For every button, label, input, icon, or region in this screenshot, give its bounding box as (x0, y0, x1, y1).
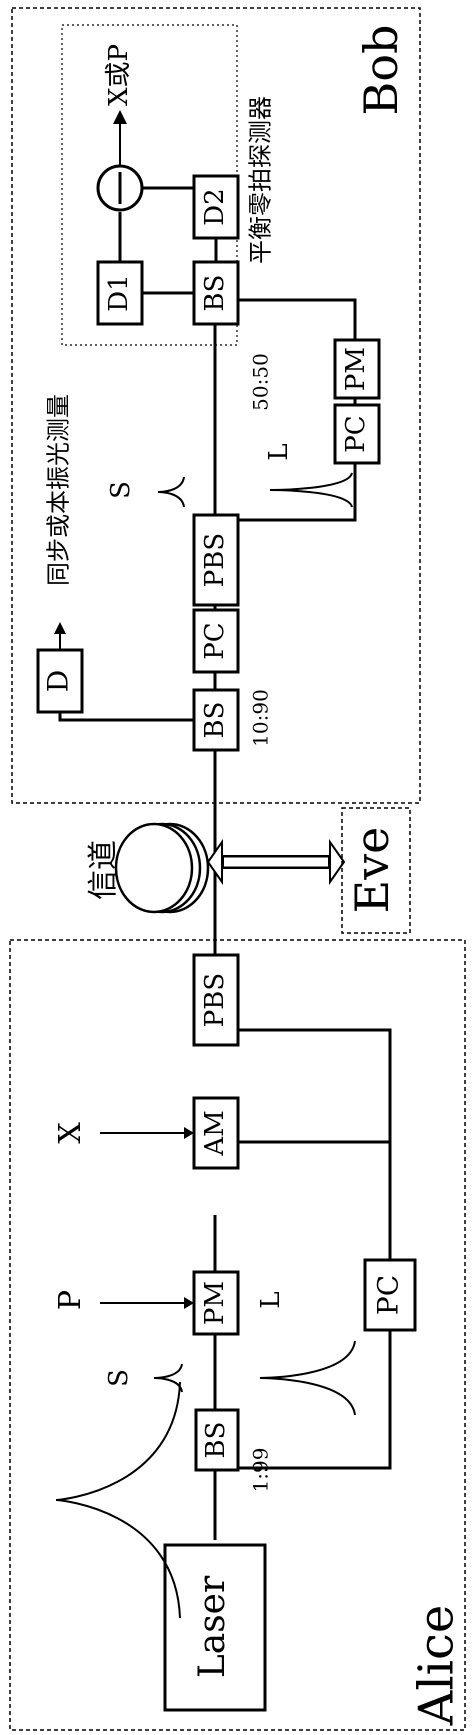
bob-d-tap-line (58, 712, 194, 722)
channel-fiber-spool-icon (114, 822, 210, 914)
bob-pbs-box (192, 513, 240, 607)
output-arrowhead-icon (113, 110, 127, 124)
d1-box (96, 260, 144, 326)
alice-region (9, 939, 466, 1731)
bob-l-pulse-icon (269, 472, 353, 508)
alice-am-box (192, 1096, 240, 1170)
bob-pbs-label: PBS (200, 533, 230, 587)
alice-pbs-lo-input (238, 1028, 392, 1260)
bob-pc-1-box (192, 608, 240, 674)
alice-pm-label: PM (200, 1281, 230, 1325)
alice-l-pulse-icon (259, 1340, 356, 1416)
d2-label: D2 (200, 188, 230, 225)
sync-arrowhead-icon (54, 622, 66, 634)
alice-am-label: AM (200, 1110, 230, 1156)
laser-pulse-icon (55, 1381, 181, 1619)
p-arrowhead-icon (184, 1297, 194, 1309)
channel-label: 信道 (86, 840, 121, 900)
subtractor-icon (96, 164, 144, 212)
alice-pc-box (363, 1258, 417, 1332)
bob-s-pulse-icon (157, 476, 185, 508)
laser-label: Laser (192, 1575, 233, 1678)
balanced-detector-label: 平衡零拍探测器 (247, 96, 275, 264)
bob-pm-box (333, 338, 381, 400)
ratio-alice: 1:99 (249, 1448, 273, 1493)
laser-box (163, 1543, 267, 1712)
d2-box (192, 174, 240, 240)
alice-s-label: S (104, 1369, 134, 1387)
bob-d-label: D (42, 670, 75, 692)
bob-label: Bob (354, 25, 408, 116)
eve-label: Eve (345, 827, 399, 914)
bob-pm-label: PM (341, 347, 371, 391)
alice-pm-box (192, 1270, 240, 1336)
eve-region (341, 807, 411, 934)
alice-pbs-box (192, 953, 240, 1047)
alice-pc-label: PC (372, 1275, 405, 1315)
bob-pc-1-label: PC (200, 622, 230, 659)
bob-pc-2-box (333, 403, 381, 465)
bob-l-label: L (264, 443, 294, 460)
ratio-10-90: 10:90 (249, 689, 273, 747)
x-arrowhead-icon (184, 1127, 194, 1139)
ratio-50-50: 50:50 (249, 353, 273, 411)
d1-label: D1 (104, 274, 134, 311)
p-input-label: P (53, 1290, 88, 1310)
alice-bs-box (194, 1408, 240, 1472)
bob-pc-2-label: PC (341, 415, 371, 452)
alice-label: Alice (409, 1605, 465, 1727)
alice-s-pulse-icon (153, 1363, 183, 1393)
bob-d-box (36, 648, 84, 714)
bob-bs-1-label: BS (200, 702, 230, 739)
eve-double-arrow-icon (206, 838, 346, 886)
sync-label: 同步或本振光测量 (45, 394, 73, 586)
output-label: X或P (104, 44, 134, 106)
alice-bs-label: BS (201, 1422, 231, 1459)
bob-bs-1-box (192, 688, 240, 752)
alice-l-label: L (256, 1291, 286, 1308)
bob-s-label: S (106, 481, 136, 499)
bob-bs-2-label: BS (200, 275, 230, 312)
x-input-label: X (53, 1122, 88, 1144)
alice-pbs-label: PBS (200, 973, 230, 1027)
